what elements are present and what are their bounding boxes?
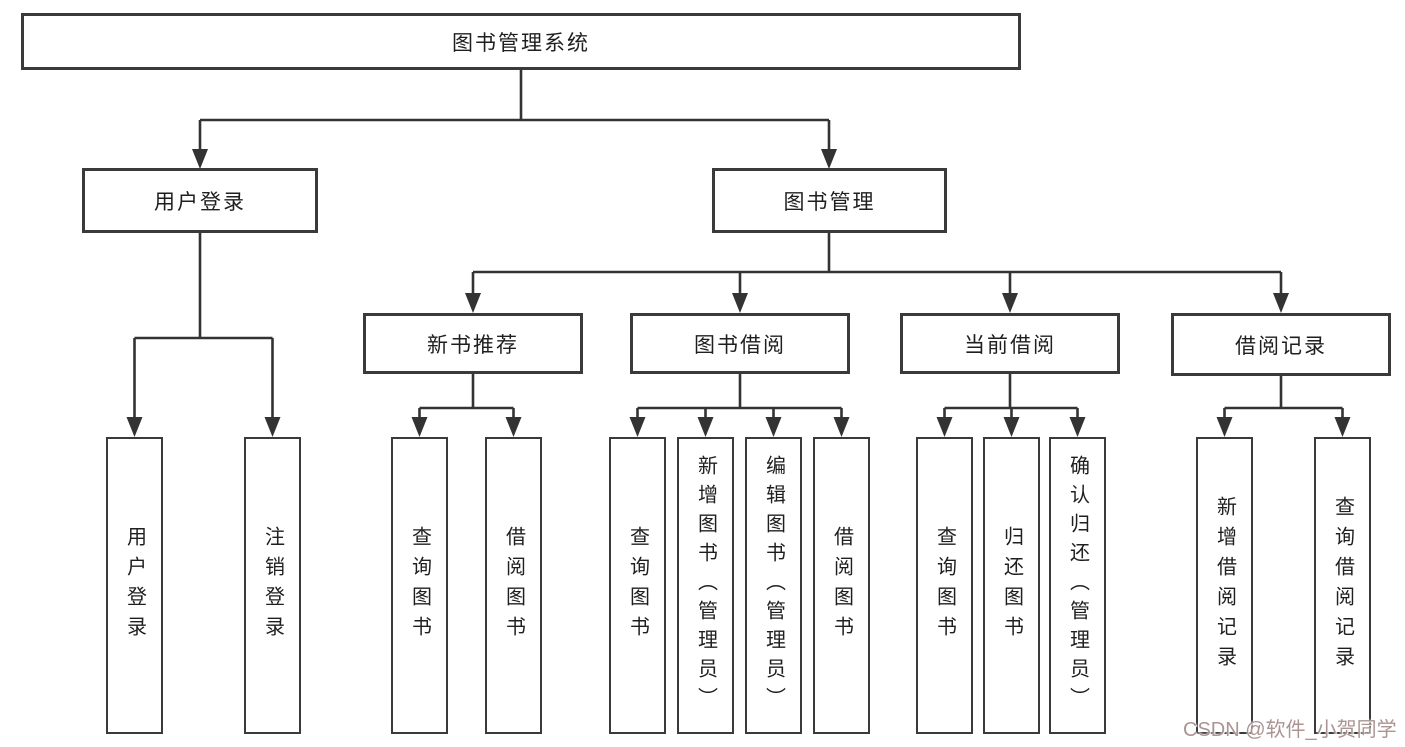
leaf-add-borrow-record-label: 新增借阅记录 [1213, 495, 1236, 676]
leaf-query-books-recommend: 查询图书 [391, 437, 448, 734]
leaf-add-borrow-record: 新增借阅记录 [1196, 437, 1253, 734]
leaf-query-books-recommend-label: 查询图书 [408, 525, 431, 646]
leaf-edit-book-admin: 编辑图书（管理员） [745, 437, 802, 734]
leaf-borrow-books-label: 借阅图书 [830, 525, 853, 646]
leaf-borrow-books: 借阅图书 [813, 437, 870, 734]
leaf-user-login: 用户登录 [106, 437, 163, 734]
leaf-confirm-return-admin-label: 确认归还（管理员） [1066, 455, 1089, 716]
node-book-mgmt: 图书管理 [712, 168, 947, 233]
node-book-borrow-label: 图书借阅 [694, 333, 786, 357]
node-book-borrow: 图书借阅 [630, 313, 850, 374]
leaf-logout-label: 注销登录 [261, 525, 284, 646]
node-current-borrow-label: 当前借阅 [964, 333, 1056, 357]
leaf-user-login-label: 用户登录 [123, 525, 146, 646]
leaf-query-books-current: 查询图书 [916, 437, 973, 734]
leaf-query-books-current-label: 查询图书 [933, 525, 956, 646]
leaf-add-book-admin-label: 新增图书（管理员） [694, 455, 717, 716]
leaf-edit-book-admin-label: 编辑图书（管理员） [762, 455, 785, 716]
node-user-login-label: 用户登录 [154, 190, 246, 214]
node-new-book-recommend-label: 新书推荐 [427, 333, 519, 357]
leaf-query-borrow-record-label: 查询借阅记录 [1331, 495, 1354, 676]
node-book-mgmt-label: 图书管理 [783, 190, 876, 214]
leaf-logout: 注销登录 [244, 437, 301, 734]
leaf-query-borrow-record: 查询借阅记录 [1314, 437, 1371, 734]
leaf-query-books-borrow: 查询图书 [609, 437, 666, 734]
leaf-add-book-admin: 新增图书（管理员） [677, 437, 734, 734]
leaf-return-book: 归还图书 [983, 437, 1040, 734]
leaf-borrow-books-recommend: 借阅图书 [485, 437, 542, 734]
node-current-borrow: 当前借阅 [900, 313, 1120, 374]
node-user-login: 用户登录 [82, 168, 318, 233]
leaf-query-books-borrow-label: 查询图书 [626, 525, 649, 646]
leaf-borrow-books-recommend-label: 借阅图书 [502, 525, 525, 646]
leaf-confirm-return-admin: 确认归还（管理员） [1049, 437, 1106, 734]
leaf-return-book-label: 归还图书 [1000, 525, 1023, 646]
node-borrow-records: 借阅记录 [1171, 313, 1391, 376]
node-borrow-records-label: 借阅记录 [1235, 334, 1327, 358]
watermark: CSDN @软件_小贺同学 [1183, 719, 1397, 741]
node-root-label: 图书管理系统 [452, 31, 590, 55]
node-new-book-recommend: 新书推荐 [363, 313, 583, 374]
node-root: 图书管理系统 [21, 13, 1021, 70]
